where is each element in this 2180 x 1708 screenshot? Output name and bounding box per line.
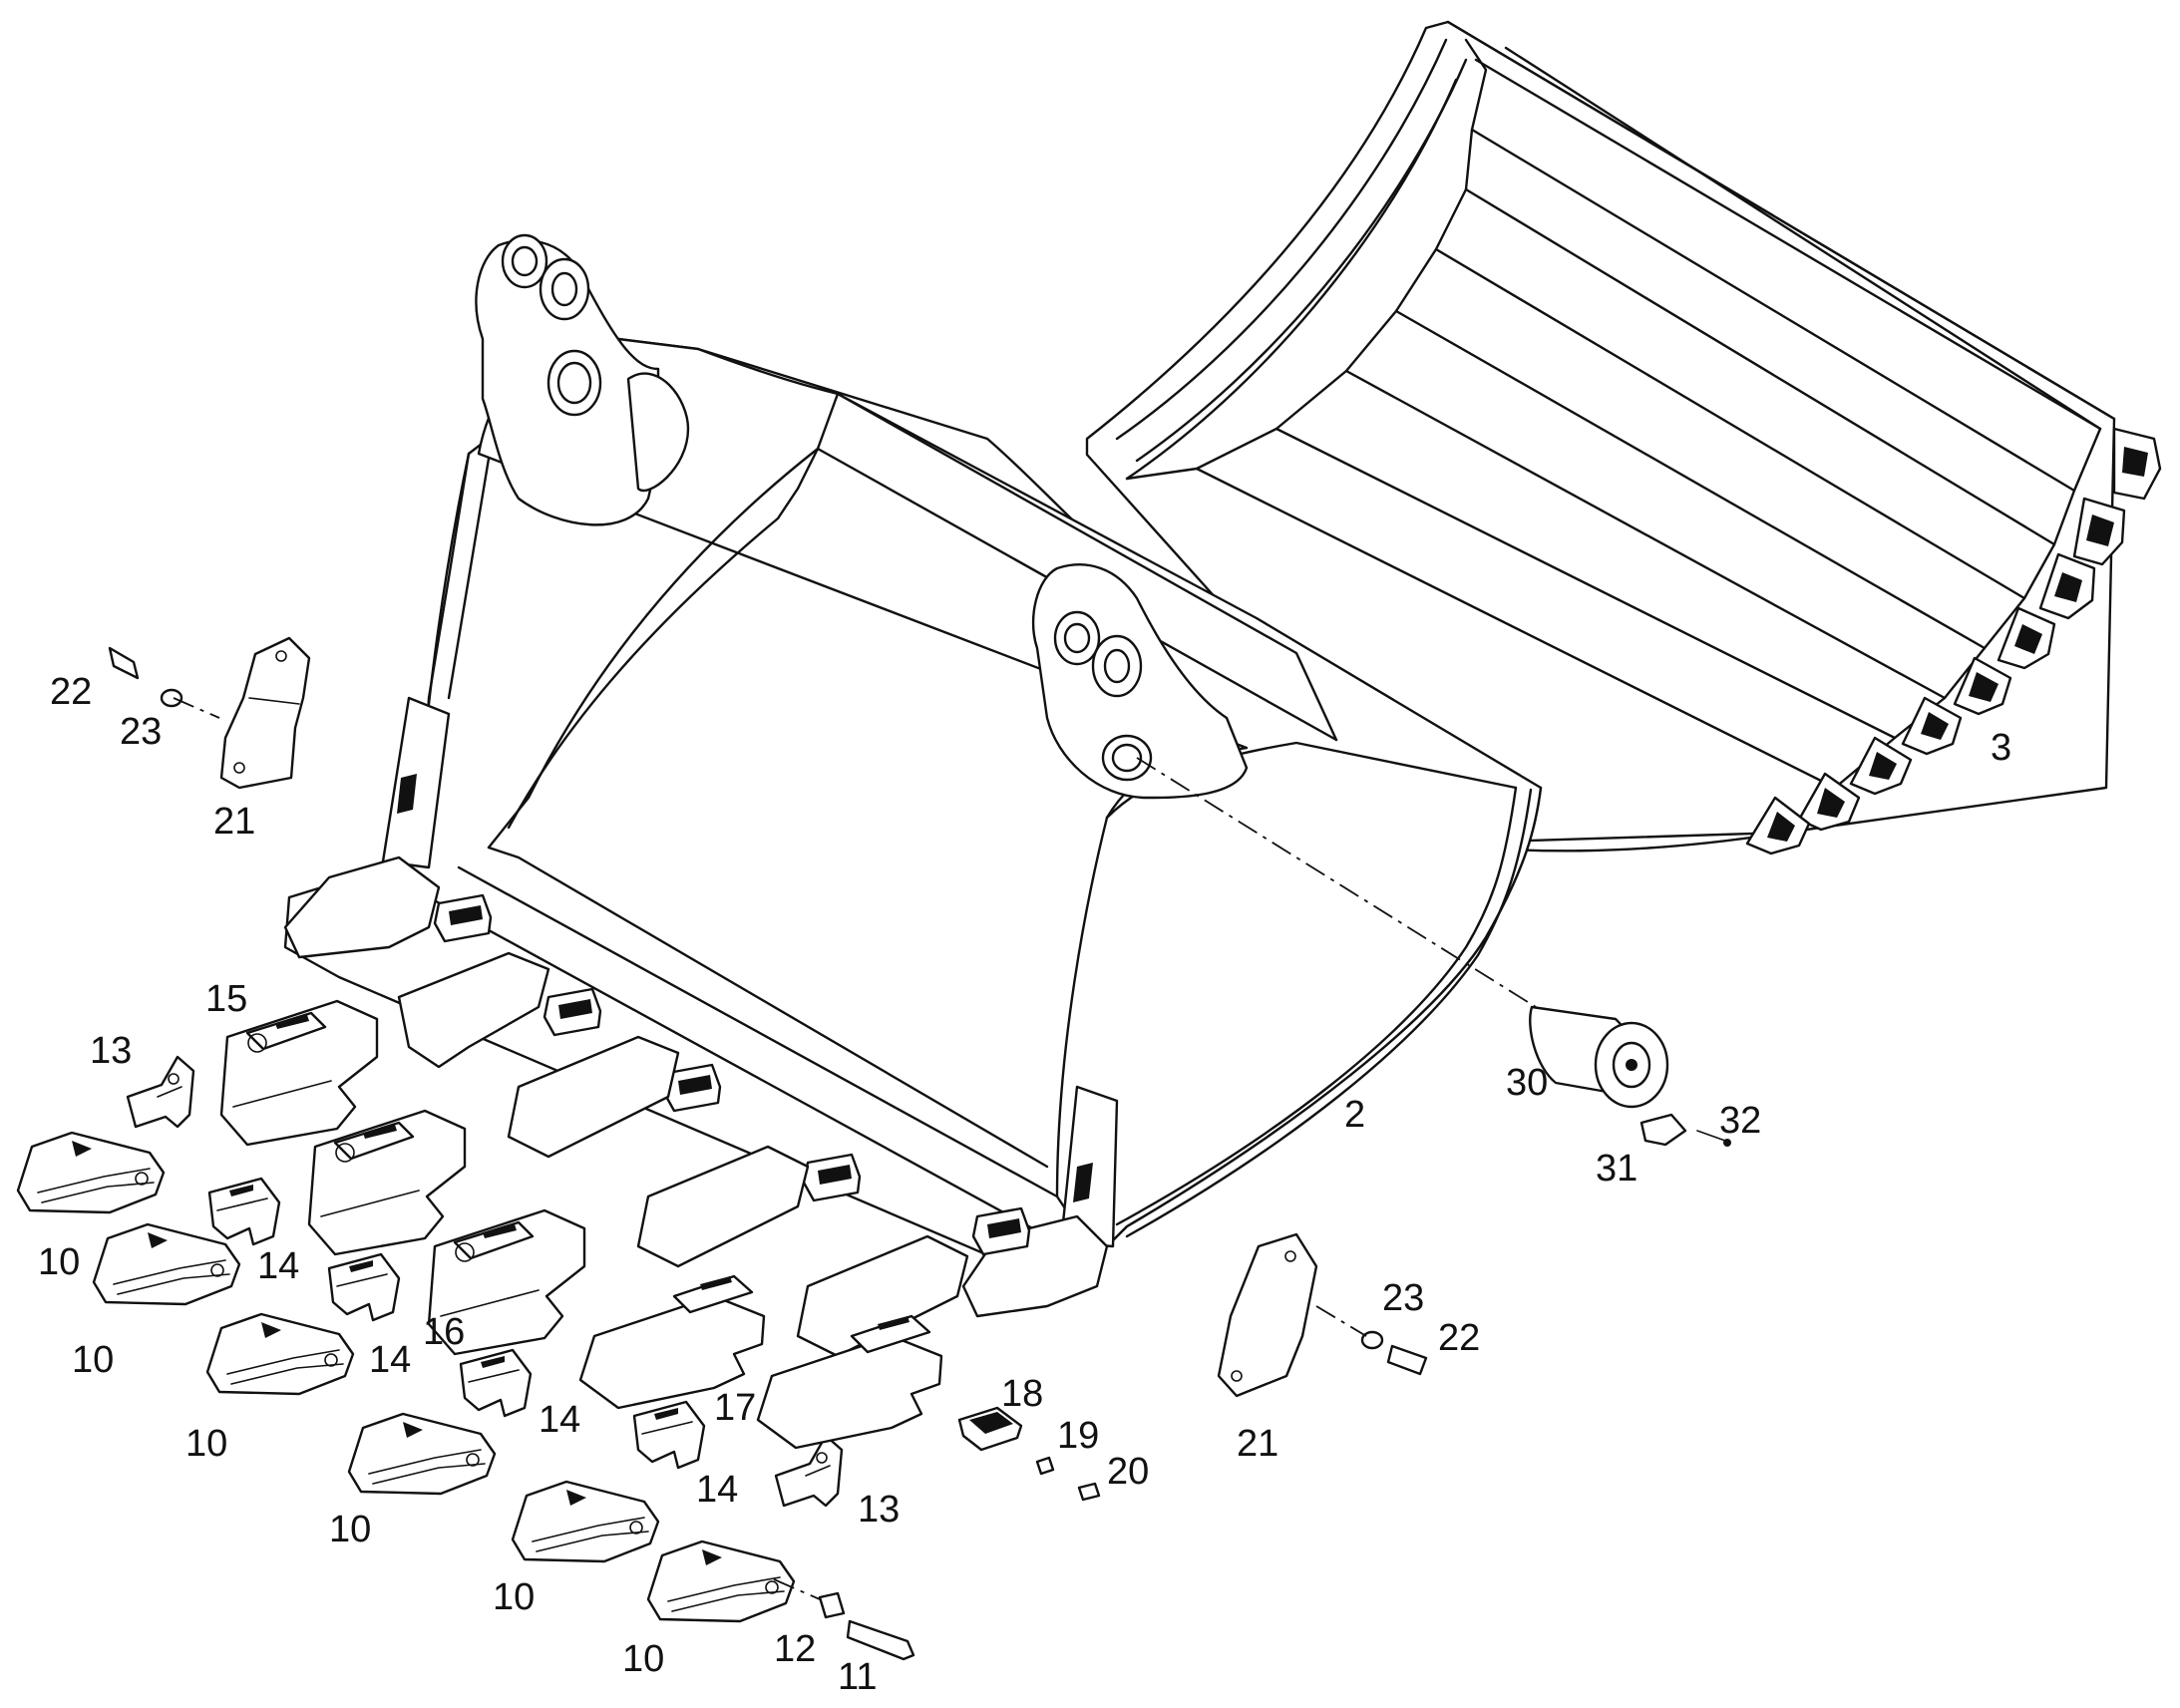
label-21-left: 21 bbox=[213, 801, 255, 843]
label-16: 16 bbox=[423, 1311, 465, 1353]
label-21-right: 21 bbox=[1237, 1423, 1278, 1465]
label-22-left: 22 bbox=[50, 671, 92, 713]
bucket-body-part-2 bbox=[283, 233, 1543, 1318]
label-13-b: 13 bbox=[858, 1489, 900, 1531]
label-32: 32 bbox=[1719, 1100, 1761, 1142]
pin-washer-right bbox=[1360, 1330, 1428, 1376]
liner-panel-part-3 bbox=[1085, 20, 2162, 855]
clamp-part-18 bbox=[957, 1406, 1101, 1502]
label-10-b: 10 bbox=[72, 1339, 114, 1381]
label-3: 3 bbox=[1991, 727, 2011, 769]
label-14-d: 14 bbox=[696, 1469, 738, 1511]
label-18: 18 bbox=[1001, 1373, 1043, 1415]
label-14-c: 14 bbox=[539, 1399, 580, 1441]
edge-adapters bbox=[397, 951, 969, 1358]
label-10-e: 10 bbox=[493, 1576, 535, 1618]
label-22-right: 22 bbox=[1438, 1317, 1480, 1359]
label-23-left: 23 bbox=[120, 711, 162, 753]
assembly-centerlines bbox=[173, 697, 1537, 1600]
label-14-b: 14 bbox=[369, 1339, 411, 1381]
label-10-f: 10 bbox=[622, 1638, 664, 1680]
label-14-a: 14 bbox=[257, 1245, 299, 1287]
label-31: 31 bbox=[1596, 1148, 1637, 1190]
pin-retainer-11-12 bbox=[818, 1591, 915, 1661]
side-cutter-part-21-right bbox=[1217, 1232, 1318, 1398]
callouts: 2 3 10 10 10 10 10 10 11 12 13 13 14 14 … bbox=[38, 671, 2011, 1698]
label-19: 19 bbox=[1057, 1415, 1099, 1457]
side-cutter-part-21-left bbox=[219, 636, 311, 790]
label-10-a: 10 bbox=[38, 1241, 80, 1283]
label-2: 2 bbox=[1344, 1094, 1365, 1136]
pin-washer-left bbox=[108, 646, 183, 708]
label-23-right: 23 bbox=[1382, 1277, 1424, 1319]
label-10-c: 10 bbox=[185, 1423, 227, 1465]
pin-part-30 bbox=[1529, 1005, 1731, 1147]
label-12: 12 bbox=[774, 1628, 816, 1670]
label-10-d: 10 bbox=[329, 1509, 371, 1550]
label-13-a: 13 bbox=[90, 1030, 132, 1072]
label-17: 17 bbox=[714, 1387, 756, 1429]
label-20: 20 bbox=[1107, 1451, 1149, 1493]
label-15: 15 bbox=[205, 978, 247, 1020]
label-11: 11 bbox=[838, 1656, 877, 1698]
label-30: 30 bbox=[1506, 1062, 1548, 1104]
